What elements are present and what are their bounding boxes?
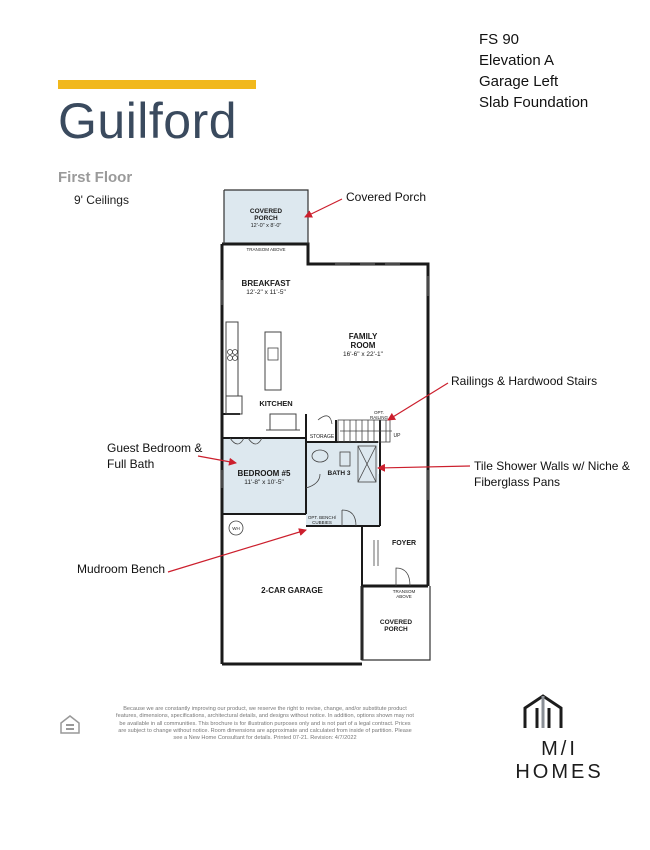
arrow-mudroom bbox=[167, 528, 307, 573]
bath3-name: BATH 3 bbox=[328, 470, 351, 477]
windows bbox=[221, 263, 429, 500]
brand-wordmark: M/I HOMES bbox=[515, 738, 604, 783]
accent-bar bbox=[58, 80, 256, 89]
legal-disclaimer: Because we are constantly improving our … bbox=[116, 706, 414, 742]
kitchen-name: KITCHEN bbox=[259, 399, 292, 408]
bedroom5-dims: 11'-8" x 10'-5" bbox=[244, 479, 284, 486]
callout-guest-bedroom-1: Guest Bedroom & bbox=[107, 441, 203, 455]
rear-transom: TRANSOM ABOVE bbox=[246, 247, 285, 252]
front-porch-name-1: COVERED bbox=[380, 619, 412, 626]
fridge bbox=[225, 395, 243, 415]
storage-door bbox=[317, 415, 333, 425]
interior-walls bbox=[222, 413, 381, 586]
callout-mudroom: Mudroom Bench bbox=[77, 562, 166, 576]
rear-porch-name-2: PORCH bbox=[254, 215, 278, 222]
callout-tile-shower-1: Tile Shower Walls w/ Niche & bbox=[474, 459, 630, 473]
storage-name: STORAGE bbox=[310, 434, 335, 440]
spec-foundation: Slab Foundation bbox=[479, 94, 589, 111]
mi-homes-logo-icon bbox=[523, 692, 563, 728]
opt-bench-2: CUBBIES bbox=[312, 520, 332, 525]
front-transom-1: TRANSOM bbox=[393, 589, 416, 594]
floor-label: First Floor bbox=[58, 169, 133, 186]
rear-porch-dims: 12'-0" x 8'-0" bbox=[251, 223, 282, 229]
callout-tile-shower-2: Fiberglass Pans bbox=[474, 475, 561, 489]
breakfast-dims: 12'-2" x 11'-5" bbox=[246, 289, 286, 296]
family-name-1: FAMILY bbox=[349, 332, 378, 341]
rear-porch-outline bbox=[224, 189, 309, 244]
vanity bbox=[339, 451, 351, 467]
callout-guest-bedroom-2: Full Bath bbox=[107, 457, 155, 471]
bedroom5-name: BEDROOM #5 bbox=[238, 469, 291, 478]
stairs-up: UP bbox=[394, 433, 402, 439]
callout-covered-porch: Covered Porch bbox=[346, 190, 427, 204]
front-porch-outline bbox=[361, 586, 431, 661]
water-heater-label: WH bbox=[232, 526, 240, 531]
stairs bbox=[337, 419, 392, 443]
page-title: Guilford bbox=[58, 93, 238, 149]
rear-porch-name-1: COVERED bbox=[250, 208, 282, 215]
spec-elevation: Elevation A bbox=[479, 52, 555, 69]
rear-porch-fill bbox=[224, 190, 308, 244]
foyer-name: FOYER bbox=[392, 540, 416, 547]
family-dims: 16'-6" x 22'-1" bbox=[343, 351, 384, 358]
spec-fs: FS 90 bbox=[479, 31, 520, 48]
front-porch-name-2: PORCH bbox=[384, 626, 408, 633]
equal-housing-icon bbox=[59, 713, 81, 737]
cooktop-icon bbox=[227, 349, 233, 355]
callout-railings: Railings & Hardwood Stairs bbox=[451, 374, 598, 388]
kitchen-island bbox=[264, 331, 282, 391]
shower-cross bbox=[357, 445, 377, 483]
arrow-covered-porch bbox=[304, 198, 343, 218]
water-heater-icon bbox=[228, 520, 244, 536]
arrow-guest-bedroom bbox=[197, 455, 237, 466]
ceiling-height: 9' Ceilings bbox=[74, 193, 129, 207]
arrow-tile-shower bbox=[377, 463, 471, 472]
callout-arrows bbox=[167, 198, 471, 573]
opt-railing-2: RAILING bbox=[370, 415, 389, 420]
garage-name: 2-CAR GARAGE bbox=[261, 586, 323, 595]
opt-bench-1: OPT. BENCH/ bbox=[308, 515, 337, 520]
bedroom5-fill bbox=[222, 438, 306, 514]
breakfast-name: BREAKFAST bbox=[242, 279, 291, 288]
pantry bbox=[266, 413, 300, 431]
front-transom-2: ABOVE bbox=[396, 594, 412, 599]
mudroom-fill bbox=[306, 474, 380, 526]
shower bbox=[357, 445, 377, 483]
toilet-icon bbox=[311, 449, 329, 463]
arrow-railings bbox=[387, 382, 449, 421]
sink-icon bbox=[267, 347, 279, 361]
doors bbox=[229, 437, 411, 587]
spec-garage: Garage Left bbox=[479, 73, 559, 90]
family-name-2: ROOM bbox=[351, 341, 376, 350]
opt-railing-1: OPT. bbox=[374, 410, 384, 415]
